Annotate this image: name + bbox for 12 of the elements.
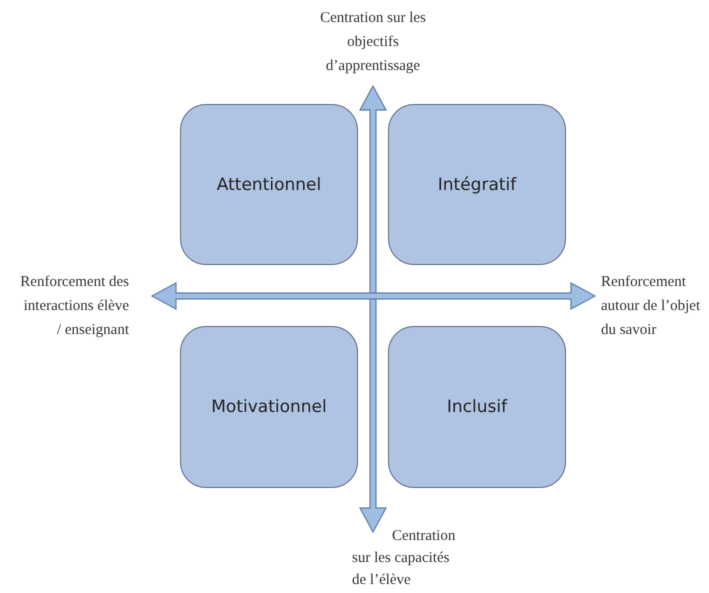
quadrant-label: Intégratif	[438, 174, 516, 194]
axis-label: Renforcement autour de l’objet du savoir	[601, 273, 702, 340]
quadrant-box	[388, 104, 566, 265]
quadrant-box	[180, 326, 358, 488]
quadrant-box	[180, 104, 358, 265]
quadrant-box	[388, 326, 566, 488]
quadrant-label: Inclusif	[446, 397, 508, 417]
quadrant-label: Attentionnel	[216, 174, 322, 194]
quadrant-label: Motivationnel	[211, 397, 327, 417]
axis-label: Renforcement des interactions élève / enseignant	[19, 273, 129, 340]
axis-label: Centration sur les objectifs d’apprentissage	[319, 9, 427, 76]
axis-label: Centration sur les capacités de l’élève	[352, 527, 456, 590]
